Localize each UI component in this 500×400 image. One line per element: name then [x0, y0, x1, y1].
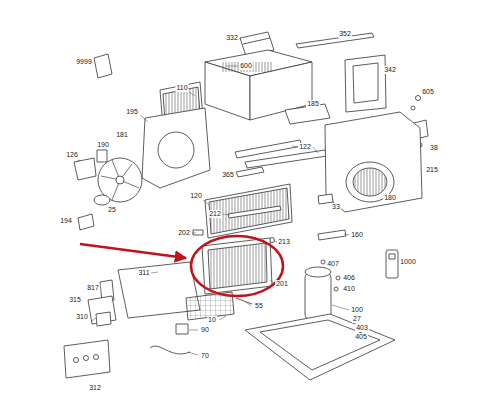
- callout-number: 122: [298, 143, 312, 151]
- callout-number: 407: [326, 260, 340, 268]
- callout-number: 33: [331, 203, 341, 211]
- callout-number: 201: [275, 280, 289, 288]
- callout-number: 405: [354, 333, 368, 341]
- callout-number: 25: [107, 206, 117, 214]
- callout-number: 10: [207, 316, 217, 324]
- callout-number: 605: [421, 88, 435, 96]
- callout-number: 352: [338, 30, 352, 38]
- callout-number: 38: [429, 144, 439, 152]
- callout-number: 160: [350, 231, 364, 239]
- callout-number: 600: [239, 62, 253, 70]
- callout-number: 365: [221, 171, 235, 179]
- highlight-ellipse: [191, 236, 283, 296]
- callout-number: 342: [383, 66, 397, 74]
- callout-number: 180: [383, 194, 397, 202]
- callout-number: 212: [208, 210, 222, 218]
- callout-number: 90: [200, 326, 210, 334]
- callout-number: 213: [277, 238, 291, 246]
- callout-number: 110: [175, 84, 188, 92]
- callout-number: 9999: [75, 58, 93, 66]
- pointer-arrow: [80, 244, 186, 258]
- callout-number: 410: [342, 285, 356, 293]
- callout-number: 185: [306, 100, 320, 108]
- callout-number: 194: [59, 217, 73, 225]
- callout-number: 55: [254, 302, 264, 310]
- callout-number: 120: [189, 192, 203, 200]
- callout-number: 403: [355, 324, 369, 332]
- callout-number: 315: [68, 296, 82, 304]
- callout-number: 181: [115, 131, 129, 139]
- callout-number: 202: [177, 229, 191, 237]
- callout-number: 100: [350, 306, 364, 314]
- callout-number: 1000: [399, 258, 417, 266]
- callout-number: 27: [352, 315, 362, 323]
- callout-number: 70: [200, 352, 210, 360]
- callout-number: 195: [125, 108, 139, 116]
- callout-number: 332: [225, 34, 239, 42]
- callout-number: 406: [342, 274, 356, 282]
- callout-number: 817: [86, 284, 100, 292]
- callout-number: 190: [96, 141, 110, 149]
- callout-number: 215: [425, 166, 439, 174]
- callout-number: 312: [88, 384, 102, 392]
- callout-number: 126: [65, 151, 79, 159]
- callout-number: 310: [75, 313, 89, 321]
- callout-number: 311: [137, 269, 150, 277]
